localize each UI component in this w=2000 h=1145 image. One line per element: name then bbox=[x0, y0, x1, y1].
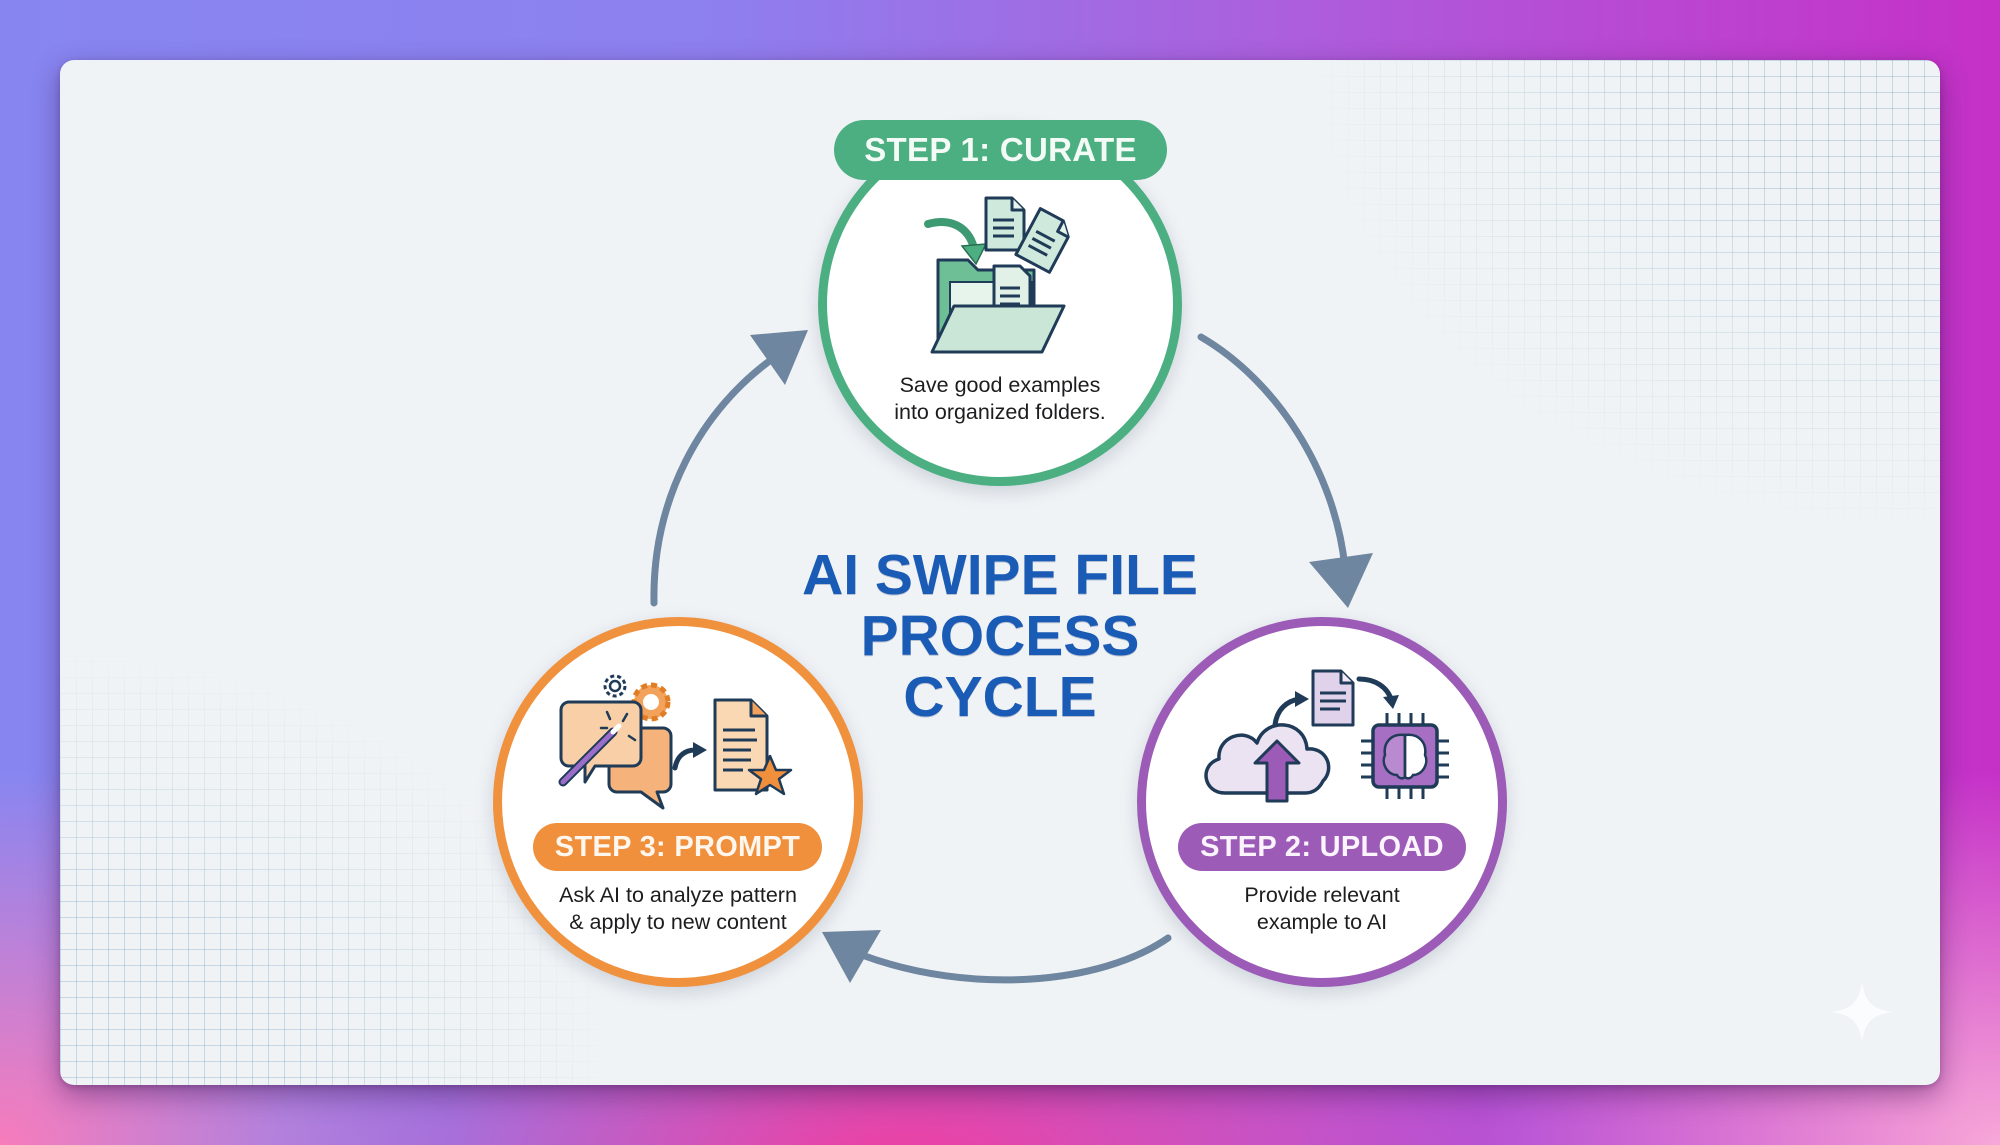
title-line: AI SWIPE FILE bbox=[802, 543, 1198, 607]
sparkle-icon bbox=[1832, 982, 1892, 1042]
title-line: PROCESS bbox=[860, 604, 1140, 668]
step-3-illustration bbox=[558, 674, 793, 810]
gear-icon bbox=[603, 674, 627, 698]
document-icon bbox=[984, 196, 1026, 252]
arrow-step2-to-step3 bbox=[822, 930, 1172, 984]
curved-arrow-icon bbox=[672, 742, 707, 771]
arrow-step1-to-step2 bbox=[1197, 333, 1373, 608]
step-1-description: Save good examples into organized folder… bbox=[850, 372, 1150, 426]
step-3-badge: STEP 3: PROMPT bbox=[533, 823, 822, 871]
step-3-circle bbox=[493, 617, 863, 987]
cloud-upload-icon bbox=[1204, 723, 1331, 803]
arrow-into-folder-icon bbox=[924, 218, 988, 266]
folder-front-flap bbox=[930, 304, 1066, 354]
ai-chip-brain-icon bbox=[1361, 713, 1449, 799]
step-3-description: Ask AI to analyze pattern & apply to new… bbox=[528, 882, 828, 936]
document-icon bbox=[1311, 669, 1355, 727]
arrow-step3-to-step1 bbox=[650, 330, 808, 607]
step-2-description-line: Provide relevant bbox=[1244, 883, 1400, 907]
step-1-illustration bbox=[924, 196, 1070, 354]
step-1-description-line: Save good examples bbox=[899, 373, 1101, 397]
document-icon bbox=[1014, 207, 1070, 274]
step-2-badge: STEP 2: UPLOAD bbox=[1178, 823, 1466, 871]
step-2-description-line: example to AI bbox=[1256, 910, 1388, 934]
step-1-description-line: into organized folders. bbox=[894, 400, 1106, 424]
title-line: CYCLE bbox=[903, 665, 1097, 729]
step-3-description-line: & apply to new content bbox=[569, 910, 787, 934]
diagram-title: AI SWIPE FILE PROCESS CYCLE bbox=[700, 545, 1300, 728]
step-1-badge: STEP 1: CURATE bbox=[834, 120, 1167, 180]
magic-wand-icon bbox=[558, 710, 637, 787]
curved-arrow-icon bbox=[1272, 691, 1309, 728]
curved-arrow-icon bbox=[1356, 676, 1399, 709]
step-2-description: Provide relevant example to AI bbox=[1172, 882, 1472, 936]
step-3-description-line: Ask AI to analyze pattern bbox=[559, 883, 797, 907]
document-star-icon bbox=[713, 698, 793, 796]
step-2-illustration bbox=[1204, 669, 1449, 803]
